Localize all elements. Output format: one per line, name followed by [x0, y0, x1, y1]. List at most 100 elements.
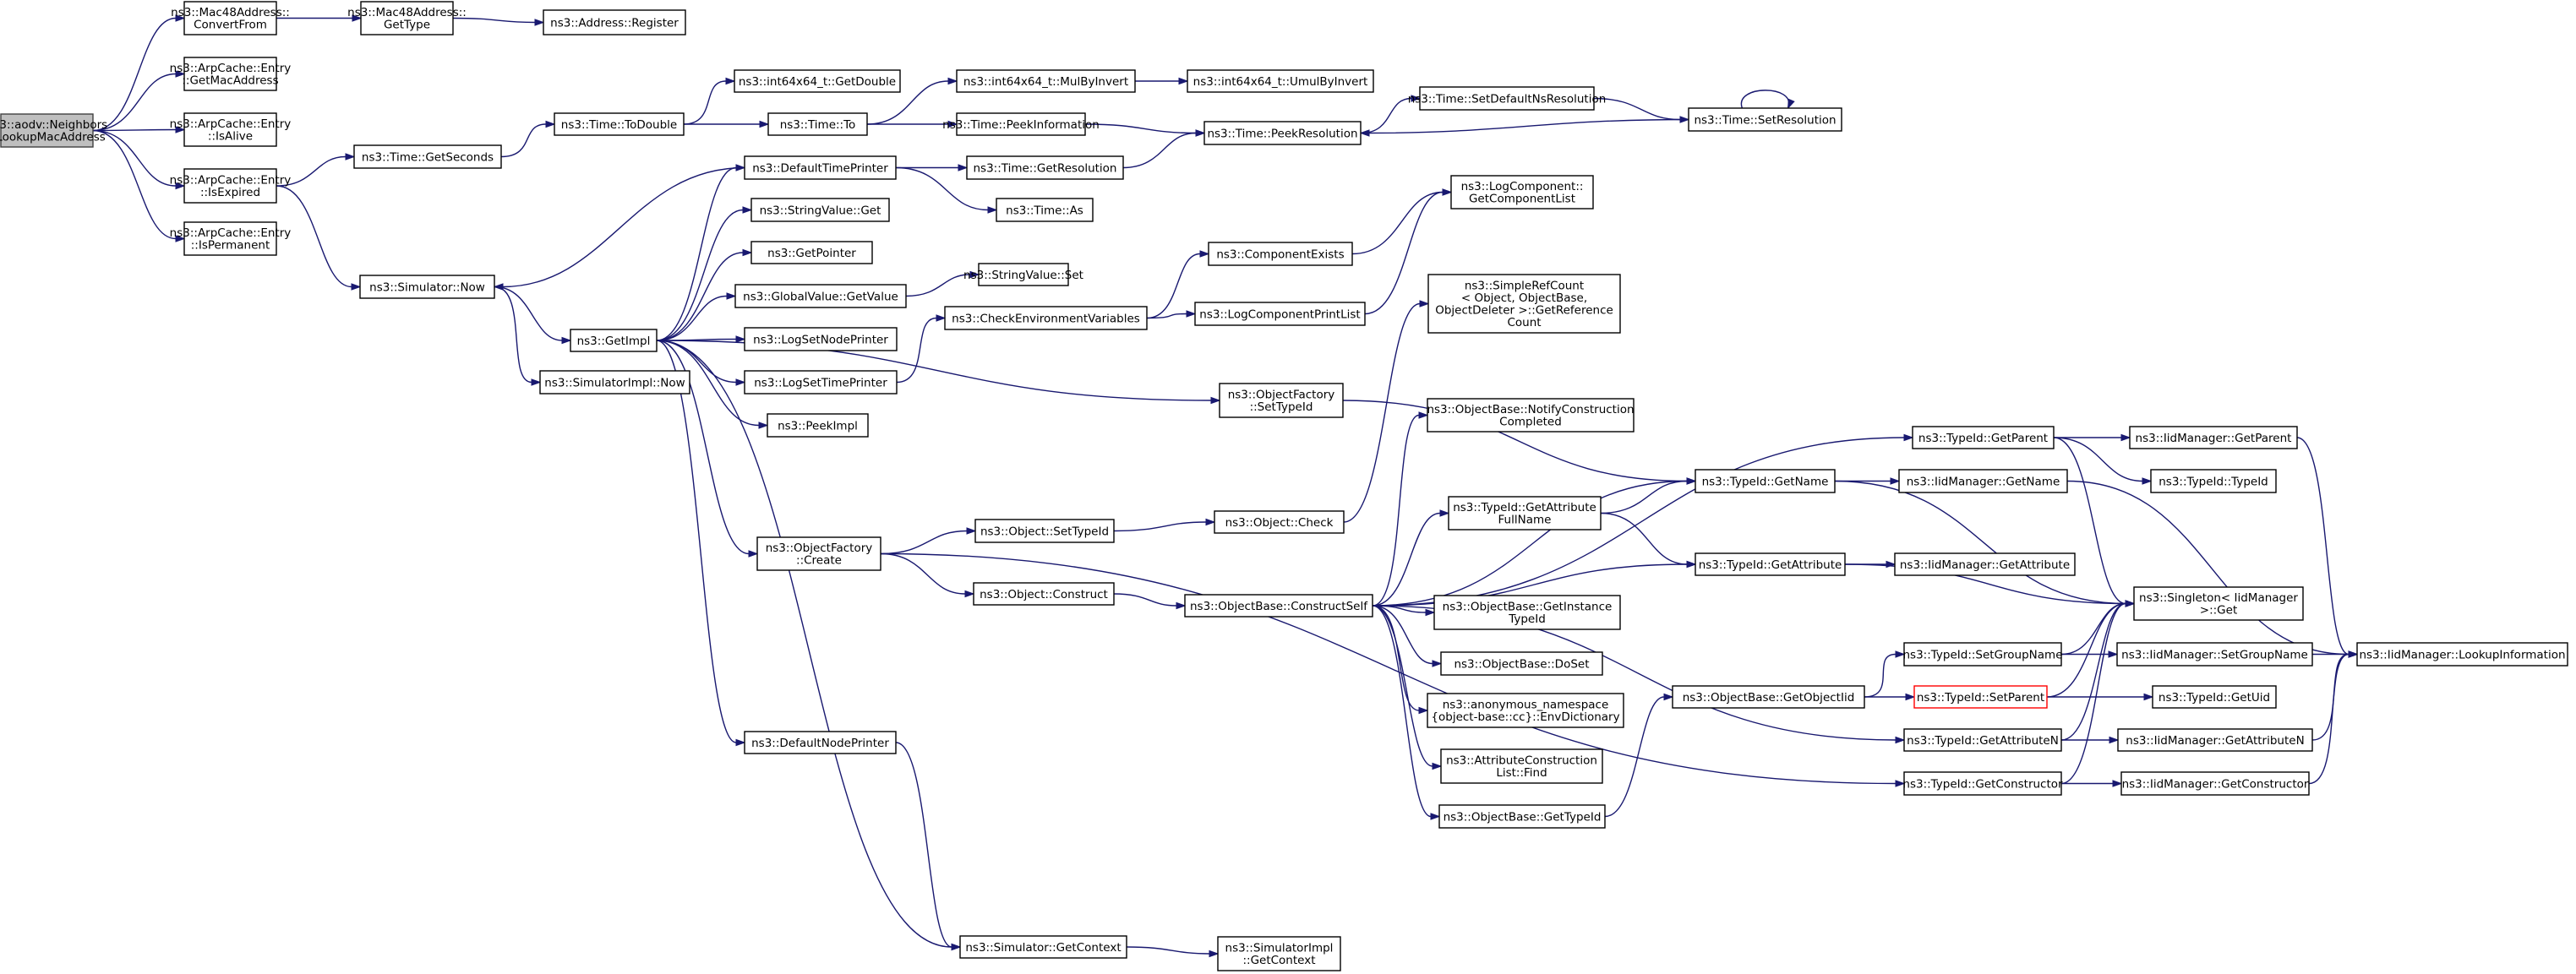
- node-iidmanager-getparent[interactable]: ns3::IidManager::GetParent: [2129, 426, 2298, 449]
- edge-arrowhead: [2348, 650, 2359, 658]
- node-notifyconstruction[interactable]: ns3::ObjectBase::NotifyConstructionCompl…: [1427, 398, 1635, 433]
- edge-arrowhead: [1195, 129, 1206, 137]
- node-time-as[interactable]: ns3::Time::As: [996, 198, 1094, 222]
- node-typeid-getconstructor[interactable]: ns3::TypeId::GetConstructor: [1902, 771, 2063, 796]
- node-object-construct[interactable]: ns3::Object::Construct: [973, 582, 1115, 606]
- node-label: ns3::SimulatorImpl: [1225, 942, 1334, 955]
- edge-getimpl-to-stringvalue-get: [656, 206, 753, 341]
- node-simulatorimpl-getcontext[interactable]: ns3::SimulatorImpl::GetContext: [1217, 936, 1341, 971]
- edge-line: [656, 166, 737, 341]
- node-peekimpl[interactable]: ns3::PeekImpl: [767, 413, 869, 438]
- node-box: [959, 935, 1127, 959]
- node-box: [183, 112, 277, 147]
- node-time-peekres[interactable]: ns3::Time::PeekResolution: [1203, 121, 1362, 145]
- node-time-getseconds[interactable]: ns3::Time::GetSeconds: [353, 144, 502, 169]
- edge-root-to-arp-ispermanent: [92, 129, 186, 242]
- node-address-register[interactable]: ns3::Address::Register: [543, 9, 686, 35]
- node-logsettimeprinter[interactable]: ns3::LogSetTimePrinter: [744, 370, 898, 394]
- node-iidmanager-getname[interactable]: ns3::IidManager::GetName: [1898, 469, 2068, 493]
- edge-line: [656, 340, 750, 555]
- node-iidmanager-getattribute[interactable]: ns3::IidManager::GetAttribute: [1894, 552, 2076, 576]
- node-globalvalue-getvalue[interactable]: ns3::GlobalValue::GetValue: [734, 284, 907, 308]
- node-box: [996, 198, 1094, 222]
- node-time-getres[interactable]: ns3::Time::GetResolution: [966, 155, 1124, 180]
- node-getimpl[interactable]: ns3::GetImpl: [570, 329, 658, 352]
- node-label: Completed: [1499, 416, 1562, 429]
- edge-line: [1834, 480, 2126, 605]
- node-mac48-gettype[interactable]: ns3::Mac48Address::GetType: [347, 1, 467, 35]
- edge-arrowhead: [561, 336, 572, 345]
- edge-defaulttimeprinter-to-time-getres: [896, 164, 969, 171]
- edge-line: [1864, 653, 1897, 698]
- edge-arrowhead: [351, 283, 362, 291]
- node-singleton-get[interactable]: ns3::Singleton< IidManager >::Get: [2133, 586, 2304, 621]
- node-typeid-setparent[interactable]: ns3::TypeId::SetParent: [1913, 685, 2048, 709]
- node-getpointer[interactable]: ns3::GetPointer: [750, 241, 873, 264]
- node-arp-isalive[interactable]: ns3::ArpCache::Entry::IsAlive: [170, 112, 292, 147]
- node-label: ns3::IidManager::GetAttributeN: [2126, 734, 2304, 748]
- node-objectfactory-create[interactable]: ns3::ObjectFactory::Create: [756, 536, 881, 571]
- edge-line: [2308, 653, 2350, 785]
- node-objectfactory-settypeid[interactable]: ns3::ObjectFactory::SetTypeId: [1219, 383, 1344, 418]
- node-defaultnodeprinter[interactable]: ns3::DefaultNodePrinter: [744, 731, 897, 754]
- node-arp-getmac[interactable]: ns3::ArpCache::Entry::GetMacAddress: [170, 57, 292, 91]
- node-objectbase-gettypeid[interactable]: ns3::ObjectBase::GetTypeId: [1438, 804, 1606, 829]
- node-object-settypeid[interactable]: ns3::Object::SetTypeId: [974, 519, 1115, 543]
- node-componentexists[interactable]: ns3::ComponentExists: [1208, 242, 1353, 266]
- node-object-check[interactable]: ns3::Object::Check: [1214, 510, 1345, 534]
- node-constructself[interactable]: ns3::ObjectBase::ConstructSelf: [1184, 594, 1373, 618]
- node-simulator-getcontext[interactable]: ns3::Simulator::GetContext: [959, 935, 1127, 959]
- node-getobjectiid[interactable]: ns3::ObjectBase::GetObjectIid: [1672, 685, 1865, 709]
- node-label: ns3::DefaultTimePrinter: [752, 161, 888, 175]
- node-envdictionary[interactable]: ns3::anonymous_namespace{object-base::cc…: [1427, 693, 1624, 728]
- node-iidmanager-getattributen[interactable]: ns3::IidManager::GetAttributeN: [2117, 728, 2313, 752]
- node-typeid-getuid[interactable]: ns3::TypeId::GetUid: [2152, 685, 2277, 709]
- node-iidmanager-getconstructor[interactable]: ns3::IidManager::GetConstructor: [2120, 771, 2310, 796]
- edge-line: [880, 530, 968, 555]
- node-logsetnodeprinter[interactable]: ns3::LogSetNodePrinter: [744, 327, 898, 351]
- edge-arrowhead: [1442, 188, 1453, 196]
- edge-time-todouble-to-int64-getdouble: [683, 77, 736, 125]
- node-simulatorimpl-now[interactable]: ns3::SimulatorImpl::Now: [539, 370, 690, 394]
- node-int64-mulbyinvert[interactable]: ns3::int64x64_t::MulByInvert: [956, 69, 1136, 93]
- edge-checkenvvars-to-logcomponentprintlist: [1146, 310, 1197, 319]
- node-label: ns3::IidManager::LookupInformation: [2359, 648, 2565, 661]
- node-mac48-convertfrom[interactable]: ns3::Mac48Address::ConvertFrom: [171, 1, 290, 35]
- node-logcomponentprintlist[interactable]: ns3::LogComponentPrintList: [1194, 302, 1366, 326]
- node-time-setres[interactable]: ns3::Time::SetResolution: [1688, 107, 1842, 132]
- node-time-peekinfo[interactable]: ns3::Time::PeekInformation: [942, 112, 1100, 136]
- node-logcomponent-getlist[interactable]: ns3::LogComponent::GetComponentList: [1450, 175, 1594, 209]
- edge-typeid-getconstructor-to-iidmanager-getconstructor: [2060, 780, 2123, 787]
- node-root[interactable]: ns3::aodv::Neighbors::LookupMacAddress: [0, 113, 107, 148]
- node-checkenvvars[interactable]: ns3::CheckEnvironmentVariables: [944, 306, 1148, 330]
- node-arp-isexpired[interactable]: ns3::ArpCache::Entry::IsExpired: [170, 168, 292, 204]
- node-stringvalue-set[interactable]: ns3::StringValue::Set: [963, 263, 1083, 286]
- node-time-to[interactable]: ns3::Time::To: [767, 112, 868, 136]
- node-typeid-typeid[interactable]: ns3::TypeId::TypeId: [2150, 469, 2277, 493]
- node-int64-umulbyinvert[interactable]: ns3::int64x64_t::UmulByInvert: [1187, 69, 1374, 93]
- node-time-setdefaultnsres[interactable]: ns3::Time::SetDefaultNsResolution: [1408, 86, 1607, 111]
- node-iidmanager-lookupinfo[interactable]: ns3::IidManager::LookupInformation: [2356, 642, 2568, 667]
- edge-line: [1146, 313, 1187, 319]
- edge-line: [1343, 302, 1421, 523]
- node-int64-getdouble[interactable]: ns3::int64x64_t::GetDouble: [734, 69, 901, 93]
- node-typeid-getattributen[interactable]: ns3::TypeId::GetAttributeN: [1903, 728, 2062, 752]
- node-defaulttimeprinter[interactable]: ns3::DefaultTimePrinter: [744, 155, 897, 180]
- node-iidmanager-setgroupname[interactable]: ns3::IidManager::SetGroupName: [2116, 642, 2313, 667]
- node-typeid-getname[interactable]: ns3::TypeId::GetName: [1695, 469, 1836, 493]
- node-typeid-setgroupname[interactable]: ns3::TypeId::SetGroupName: [1902, 642, 2063, 667]
- node-box: [539, 370, 690, 394]
- node-objectbase-doset[interactable]: ns3::ObjectBase::DoSet: [1440, 651, 1603, 676]
- edge-line: [1372, 605, 1433, 665]
- node-time-todouble[interactable]: ns3::Time::ToDouble: [554, 112, 685, 136]
- node-typeid-getattribute[interactable]: ns3::TypeId::GetAttribute: [1695, 552, 1846, 576]
- edge-line: [656, 340, 737, 743]
- node-arp-ispermanent[interactable]: ns3::ArpCache::Entry::IsPermanent: [170, 221, 292, 256]
- node-stringvalue-get[interactable]: ns3::StringValue::Get: [750, 198, 890, 222]
- node-simplerefcount[interactable]: ns3::SimpleRefCount< Object, ObjectBase,…: [1427, 274, 1621, 334]
- node-simulator-now[interactable]: ns3::Simulator::Now: [359, 275, 495, 299]
- node-typeid-getparent[interactable]: ns3::TypeId::GetParent: [1912, 426, 2055, 449]
